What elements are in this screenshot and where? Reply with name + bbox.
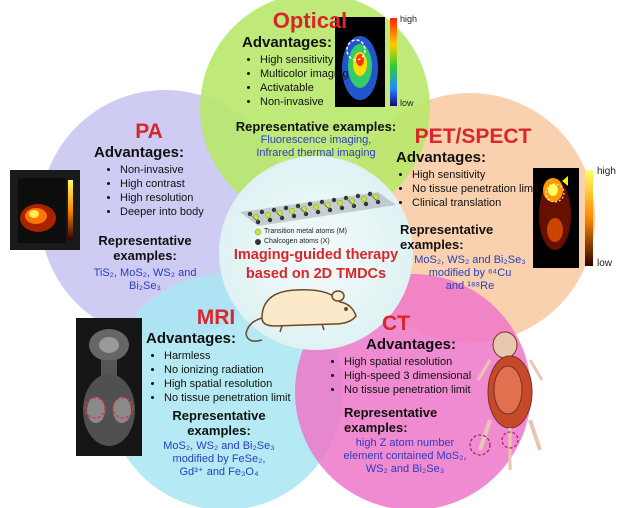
mri-example-line: Gd³⁺ and Fe₃O₄ [179,466,259,478]
ct-advantage-item: High spatial resolution [344,355,492,369]
mouse-illustration [245,289,357,342]
ct-example-line: WS₂ and Bi₂Se₃ [365,463,445,475]
mri-example-line: modified by FeSe₂, [172,453,266,465]
optical-panel: Optical Advantages: High sensitivity Mul… [226,8,404,109]
pa-advantage-item: High contrast [120,177,244,191]
pa-title: PA [135,120,163,143]
ct-title: CT [382,312,410,335]
legend-chalcogen-dot [255,239,261,245]
ct-skeleton-image [469,331,544,470]
mri-advantage-item: No tissue penetration limit [164,391,306,405]
center-title: Imaging-guided therapy based on 2D TMDCs [218,246,414,284]
pet-example-line: and ¹⁸⁸Re [445,280,495,292]
pet-example-line: modified by ⁶⁴Cu [428,267,512,279]
mri-advantage-item: High spatial resolution [164,377,306,391]
pa-example-line: TiS₂, MoS₂, WS₂ and [93,267,197,279]
pa-example-line: Bi₂Se₃ [129,280,161,292]
mri-advantages-list: Harmless No ionizing radiation High spat… [148,349,306,405]
pet-scale-high: high [597,166,616,177]
mri-scan-image [76,318,142,456]
center-title-line1: Imaging-guided therapy [233,247,399,263]
pa-image [10,170,80,250]
ct-examples-heading-2: examples: [344,420,408,435]
pet-examples-heading: Representative [400,222,494,237]
pet-advantages-list: High sensitivity No tissue penetration l… [396,168,558,210]
mri-examples-heading: Representative [172,408,266,423]
ct-examples-heading: Representative [344,405,438,420]
pet-advantage-item: No tissue penetration limit [412,182,558,196]
pet-advantages-heading: Advantages: [396,149,487,166]
pet-example-line: MoS₂, WS₂ and Bi₂Se₃ [414,254,526,266]
pa-advantage-item: Deeper into body [120,205,244,219]
optical-examples: Representative examples: Fluorescence im… [206,119,426,160]
ct-advantages-heading: Advantages: [366,336,457,353]
pa-advantages-list: Non-invasive High contrast High resoluti… [104,163,244,219]
mri-examples-heading-2: examples: [187,423,251,438]
optical-advantages-heading: Advantages: [242,34,333,51]
legend-chalcogen-label: Chalcogen atoms (X) [264,238,330,245]
pet-examples-heading-2: examples: [400,237,464,252]
pa-examples-heading: Representative [98,233,192,248]
ct-advantage-item: No tissue penetration limit [344,383,492,397]
mri-title: MRI [196,306,236,329]
mri-advantage-item: No ionizing radiation [164,363,306,377]
mri-example-line: MoS₂, WS₂ and Bi₂Se₃ [163,440,275,452]
ct-advantage-item: High-speed 3 dimensional [344,369,492,383]
pet-advantage-item: High sensitivity [412,168,558,182]
optical-advantage-item: Non-invasive [260,95,404,109]
pa-examples-heading-2: examples: [113,248,177,263]
optical-example-line: Fluorescence imaging, [260,134,372,146]
optical-advantages-list: High sensitivity Multicolor imaging Acti… [244,53,404,109]
ct-example-line: element contained MoS₂, [343,450,467,462]
center-title-line2: based on 2D TMDCs [245,266,387,282]
optical-scale-high: high [400,14,418,24]
optical-advantage-item: High sensitivity [260,53,404,67]
pa-advantages-heading: Advantages: [94,144,185,161]
pa-advantage-item: High resolution [120,191,244,205]
pet-mouse-image [533,168,593,268]
mri-panel: MRI Advantages: Harmless No ionizing rad… [146,306,306,405]
pet-advantage-item: Clinical translation [412,196,558,210]
mri-examples: Representative examples: MoS₂, WS₂ and B… [146,408,292,479]
mri-advantages-heading: Advantages: [146,330,237,347]
legend-metal-label: Transition metal atoms (M) [264,228,347,235]
mri-advantage-item: Harmless [164,349,306,363]
legend-metal-dot [254,228,262,236]
pet-panel: PET/SPECT Advantages: High sensitivity N… [388,125,558,210]
optical-advantage-item: Multicolor imaging [260,67,404,81]
ct-panel: CT Advantages: High spatial resolution H… [322,312,492,397]
pa-examples: Representative examples: TiS₂, MoS₂, WS₂… [80,233,210,293]
pet-examples: Representative examples: MoS₂, WS₂ and B… [400,222,540,293]
ct-advantages-list: High spatial resolution High-speed 3 dim… [328,355,492,397]
pa-panel: PA Advantages: Non-invasive High contras… [84,120,244,219]
ct-example-line: high Z atom number [355,437,455,449]
crystal-structure [240,191,396,245]
optical-advantage-item: Activatable [260,81,404,95]
ct-examples: Representative examples: high Z atom num… [330,405,480,476]
optical-example-line: Infrared thermal imaging [256,147,376,159]
optical-scale-low: low [400,98,414,108]
optical-examples-heading: Representative examples: [235,119,397,134]
optical-title: Optical [272,8,348,33]
pet-title: PET/SPECT [414,125,532,148]
pet-scale-low: low [597,258,613,269]
optical-mouse-image [335,17,397,107]
pa-advantage-item: Non-invasive [120,163,244,177]
